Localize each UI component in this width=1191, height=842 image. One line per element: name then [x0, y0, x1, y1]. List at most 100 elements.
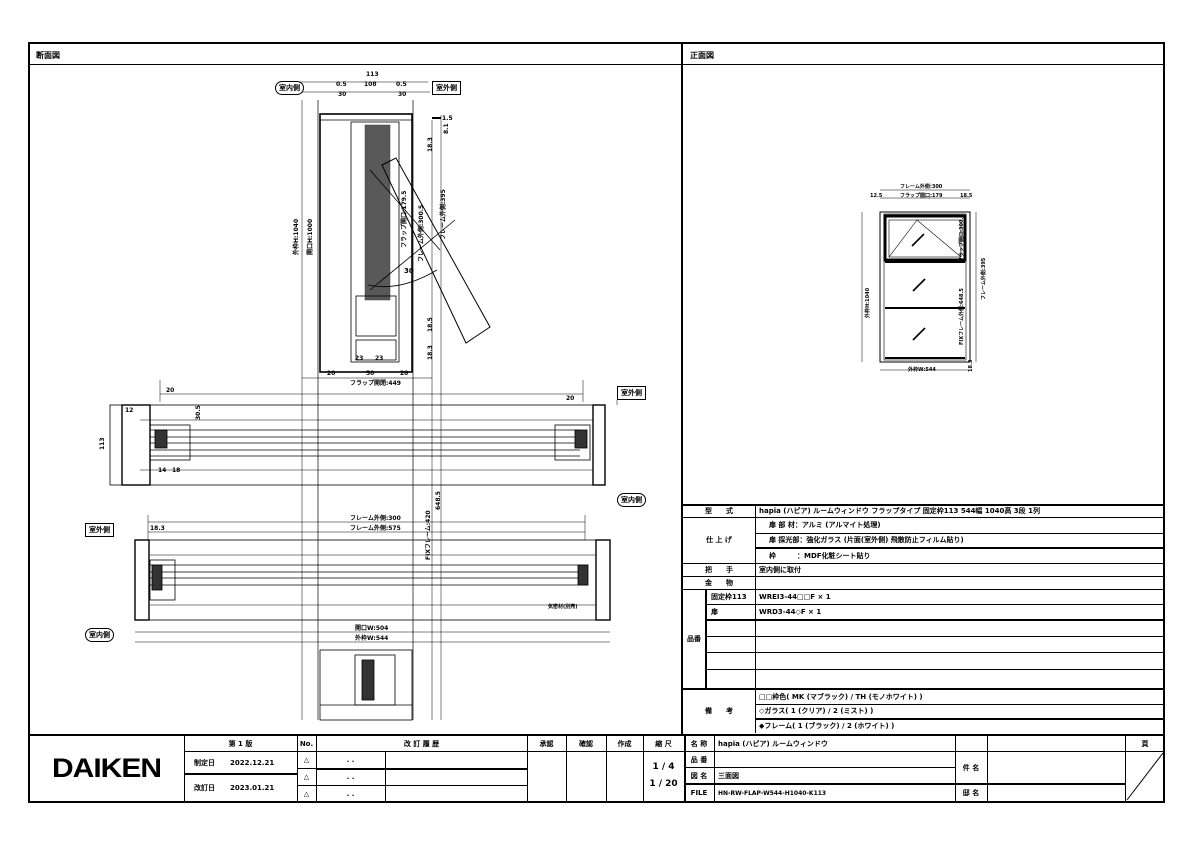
- bottom-detail-section: [319, 649, 413, 721]
- dim-0-5: 0.5: [336, 81, 347, 88]
- note-row: ◆フレーム( 1 (ブラック) / 2 (ホワイト) ): [759, 722, 895, 730]
- revision-mark: △: [303, 756, 310, 764]
- indoor-tag: 室内側: [617, 493, 646, 507]
- indoor-tag: 室内側: [275, 81, 304, 95]
- dim-flap-width: フラップ開閉:449: [350, 379, 401, 387]
- edition: 第 1 版: [228, 739, 253, 748]
- approve-label: 承認: [539, 739, 554, 748]
- drawing-label: 図 名: [690, 771, 708, 780]
- vertical-section: [292, 81, 491, 720]
- dim-18-3b: 18.3: [427, 345, 434, 360]
- dim-20b: 20: [400, 370, 408, 377]
- dim-angle: 30: [404, 267, 414, 275]
- finish-label: 仕 上 げ: [706, 536, 732, 544]
- front-dim-flap-open: フラップ開口:179: [900, 192, 943, 199]
- scale-value: 1 / 4: [652, 762, 675, 772]
- file-value: HN-RW-FLAP-W544-H1040-K113: [718, 789, 827, 797]
- dim-flap-open: フラップ開口:179.5: [400, 191, 408, 248]
- finish-row: 枠 ：MDF化粧シート貼り: [769, 551, 871, 560]
- dim-frame-outer: フレーム外側:395: [439, 189, 447, 240]
- revised-label: 改訂日: [194, 784, 215, 792]
- dim-h18: 18: [172, 467, 180, 474]
- front-dim-flap-h: フラップ開口:300.5: [958, 214, 965, 262]
- dim-opening-height: 開口H:1000: [306, 219, 314, 255]
- dim-opening-504: 開口W:504: [355, 624, 388, 632]
- dim-0-5b: 0.5: [396, 81, 407, 88]
- dim-v-fix: FIXフレーム:420: [425, 510, 432, 560]
- dim-outer-544: 外枠W:544: [354, 634, 388, 642]
- house-label: 邸 名: [962, 789, 980, 797]
- dim-23b: 23: [375, 355, 383, 362]
- dim-50: 50: [366, 370, 374, 377]
- hardware-label: 金 物: [705, 578, 733, 587]
- dim-1-5: 1.5: [442, 115, 453, 122]
- dim-h113: 113: [99, 437, 106, 450]
- dim-8-1: 8.1: [443, 123, 450, 134]
- front-dim-frame-outer: フレーム外側:300: [900, 183, 943, 190]
- check-label: 確認: [579, 739, 593, 748]
- hardware-value: [755, 576, 1164, 589]
- revised-date: 2023.01.21: [230, 784, 275, 792]
- indoor-tag: 室内側: [85, 628, 114, 642]
- dim-v-frame-outer: フレーム外側:300: [350, 514, 401, 522]
- dim-h20b: 20: [566, 395, 574, 402]
- revision-date: . .: [346, 790, 355, 798]
- model-label: 型 式: [705, 507, 733, 515]
- dim-18-3: 18.3: [427, 137, 434, 152]
- part-no-label: 品 番: [690, 755, 708, 764]
- established-date: 2022.12.21: [230, 758, 275, 767]
- note-row: ◇ガラス( 1 (クリア) / 2 (ミスト) ): [759, 707, 874, 715]
- outdoor-tag: 室外側: [85, 523, 114, 537]
- notes-label: 備 考: [705, 707, 733, 715]
- revision-mark: △: [303, 773, 310, 781]
- dim-frame-inner: フレーム外側:300.5: [417, 205, 425, 262]
- file-label: FILE: [690, 789, 708, 797]
- finish-row: 扉 採光部：強化ガラス (片面(室外側) 飛散防止フィルム貼り): [769, 536, 964, 544]
- dim-30a: 30: [338, 91, 346, 98]
- front-dim-frame-h: フレーム外側:395: [980, 257, 987, 300]
- handle-value: 室内側に取付: [759, 565, 801, 574]
- front-dim-18-5: 18.5: [960, 193, 973, 199]
- part-number-label: 品番: [687, 635, 701, 643]
- create-label: 作成: [617, 739, 632, 748]
- dim-v-648-5: 648.5: [435, 491, 442, 510]
- part-name: 扉: [711, 608, 718, 616]
- note-row: □□枠色( MK (マブラック) / TH (モノホワイト) ): [759, 692, 923, 701]
- dim-108: 108: [364, 81, 377, 88]
- panel-divider: [681, 43, 683, 735]
- revision-date: . .: [346, 773, 355, 781]
- dim-18-5: 18.5: [427, 317, 434, 332]
- daiken-logo: DAIKEN: [52, 753, 162, 784]
- history-label: 改 訂 履 歴: [403, 739, 440, 748]
- front-header-line: [683, 64, 1164, 65]
- dim-h12: 12: [125, 407, 133, 414]
- dim-18-3-h: 18.3: [150, 525, 165, 532]
- part-no-value: [714, 752, 955, 767]
- front-dim-height: 外枠H:1040: [864, 287, 871, 318]
- page-label: 頁: [1141, 739, 1149, 748]
- no-label: No.: [299, 739, 314, 748]
- part-code: WRD3-44◇F × 1: [759, 608, 822, 616]
- horizontal-section-top: [109, 380, 618, 486]
- front-dim-fix-h: FIXフレーム外側:648.5: [958, 288, 965, 345]
- front-dim-12-5: 12.5: [870, 193, 883, 199]
- dim-113: 113: [366, 71, 379, 78]
- front-dim-18-3: 18.3: [968, 359, 974, 372]
- revision-date: . .: [346, 756, 355, 764]
- front-dim-width: 外枠W:544: [908, 366, 936, 373]
- outdoor-tag: 室外側: [432, 81, 461, 95]
- name-value: hapia (ハピア) ルームウィンドウ: [718, 739, 828, 748]
- front-view-title: 正面図: [690, 51, 714, 60]
- dim-20: 20: [327, 370, 335, 377]
- section-header-line: [30, 64, 681, 65]
- dim-30b: 30: [398, 91, 406, 98]
- dim-h14: 14: [158, 467, 166, 474]
- revision-mark: △: [303, 790, 310, 798]
- model-value: hapia (ハピア) ルームウィンドウ フラップタイプ 固定枠113 544幅…: [759, 507, 1040, 515]
- seal-note: 気密材(別売): [548, 603, 578, 610]
- dim-v-frame-inner: フレーム外側:575: [350, 524, 401, 532]
- established-label: 制定日: [194, 758, 215, 767]
- finish-row: 扉 部 材：アルミ (アルマイト処理): [769, 521, 881, 529]
- outdoor-tag: 室外側: [617, 386, 646, 400]
